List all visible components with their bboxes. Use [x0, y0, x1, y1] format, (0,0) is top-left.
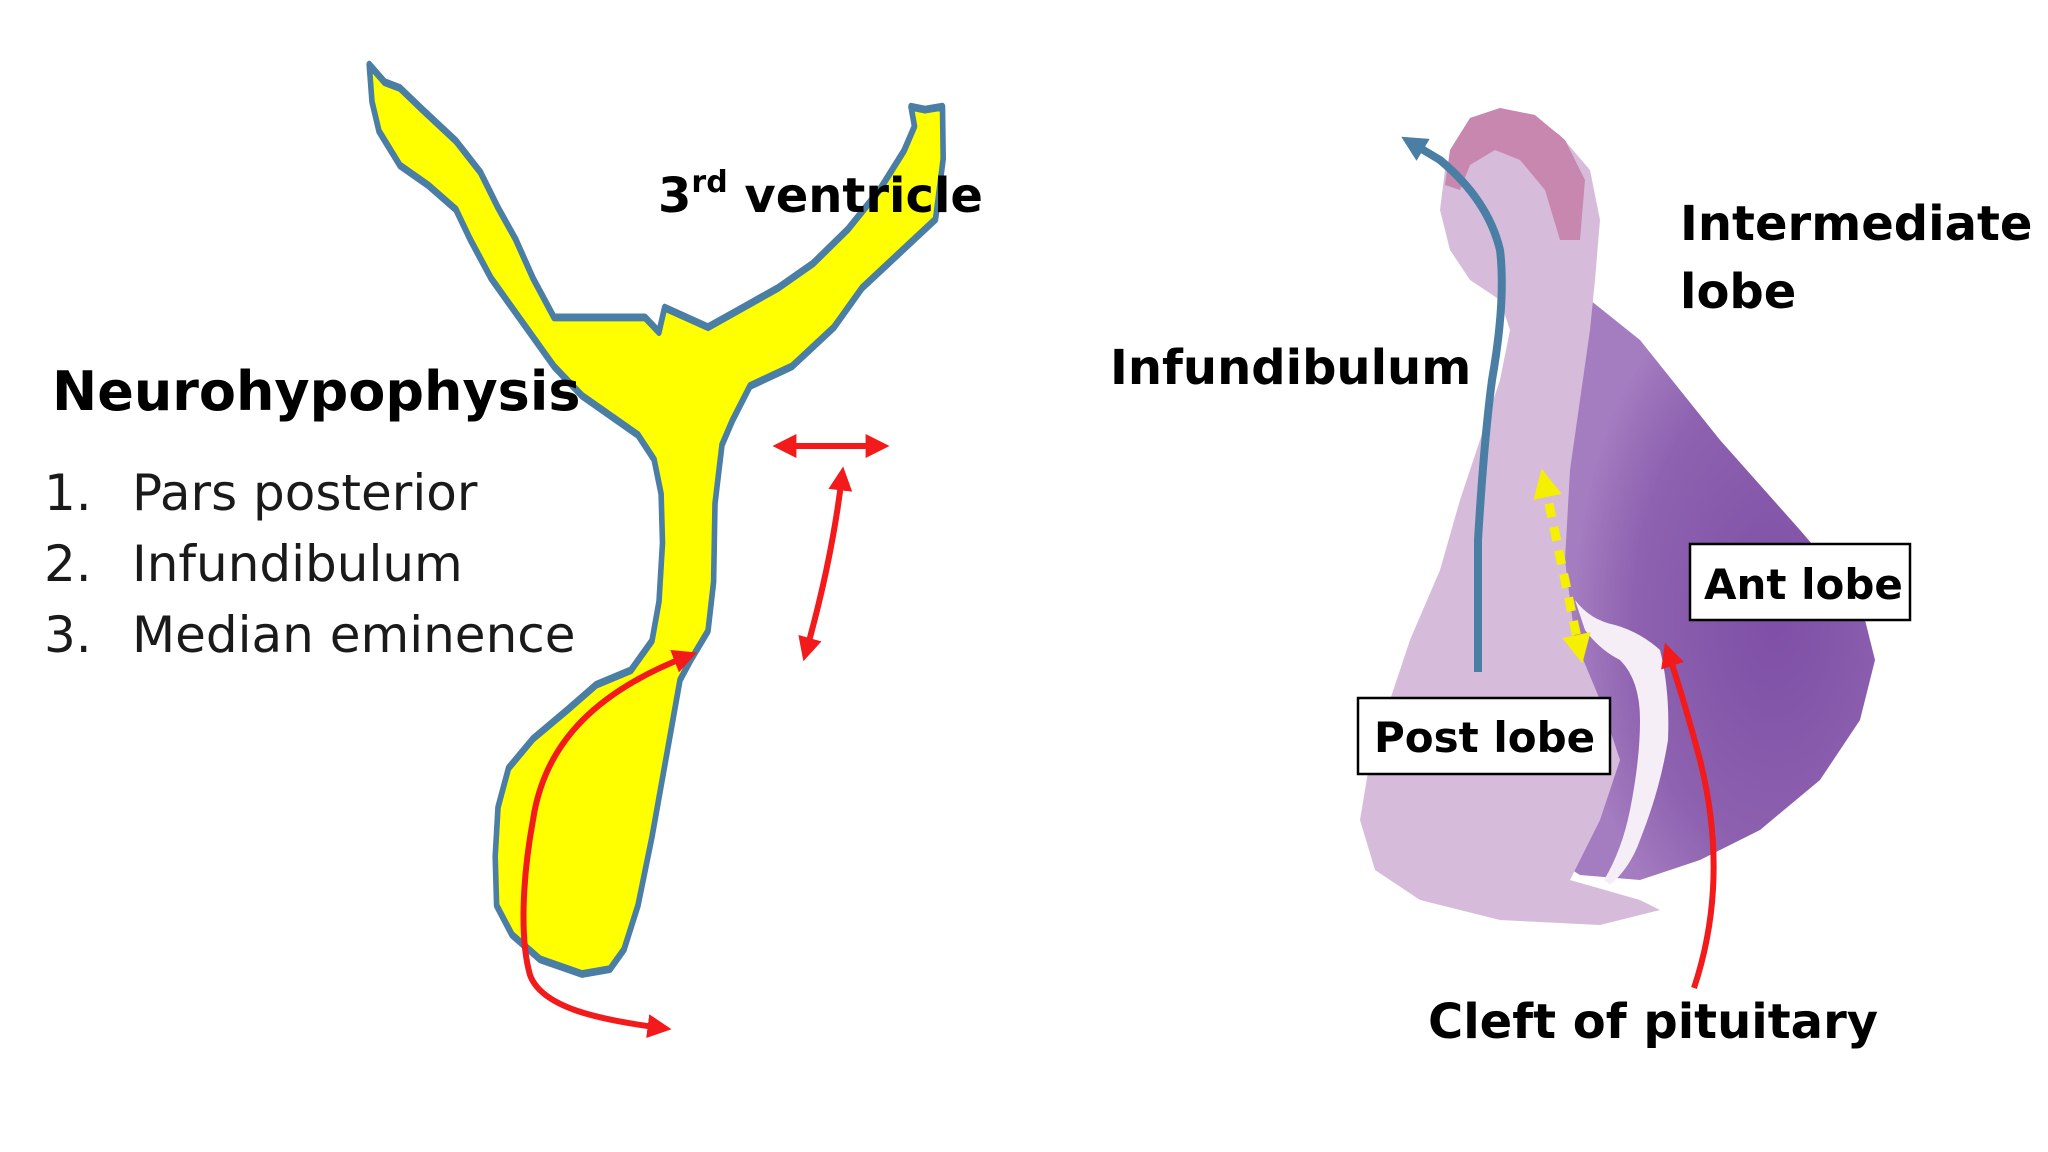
red-cleft-arrow — [1661, 642, 1717, 989]
vertical-double-arrow — [798, 466, 853, 662]
list-item-text: Median eminence — [132, 606, 576, 664]
list-item-text: Pars posterior — [132, 464, 478, 522]
list-item-number: 3. — [44, 606, 92, 664]
intermediate-lobe-label-line1: Intermediate — [1680, 196, 2032, 252]
pituitary-cleft — [1575, 600, 1669, 885]
yellow-dotted-arrow — [1533, 468, 1591, 664]
list-item-number: 2. — [44, 535, 92, 593]
list-item-text: Infundibulum — [132, 535, 463, 593]
ant-lobe-label: Ant lobe — [1704, 560, 1903, 609]
intermediate-lobe-label-line2: lobe — [1680, 264, 1796, 320]
cleft-label: Cleft of pituitary — [1428, 994, 1878, 1050]
infundibulum-label: Infundibulum — [1110, 340, 1471, 396]
intermediate-lobe-tissue — [1445, 108, 1585, 240]
post-lobe-label: Post lobe — [1374, 713, 1595, 762]
post-lobe-box — [1356, 696, 1612, 776]
list-item-number: 1. — [44, 464, 92, 522]
ant-lobe-box — [1688, 542, 1912, 622]
neurohypophysis-list: 1. Pars posterior 2. Infundibulum 3. Med… — [44, 464, 576, 664]
third-ventricle-label: 3rd ventricle — [658, 165, 983, 224]
blue-infundibulum-arrow — [1401, 136, 1506, 672]
curved-outer-arrow — [520, 650, 697, 1039]
neurohypophysis-title: Neurohypophysis — [52, 360, 580, 423]
